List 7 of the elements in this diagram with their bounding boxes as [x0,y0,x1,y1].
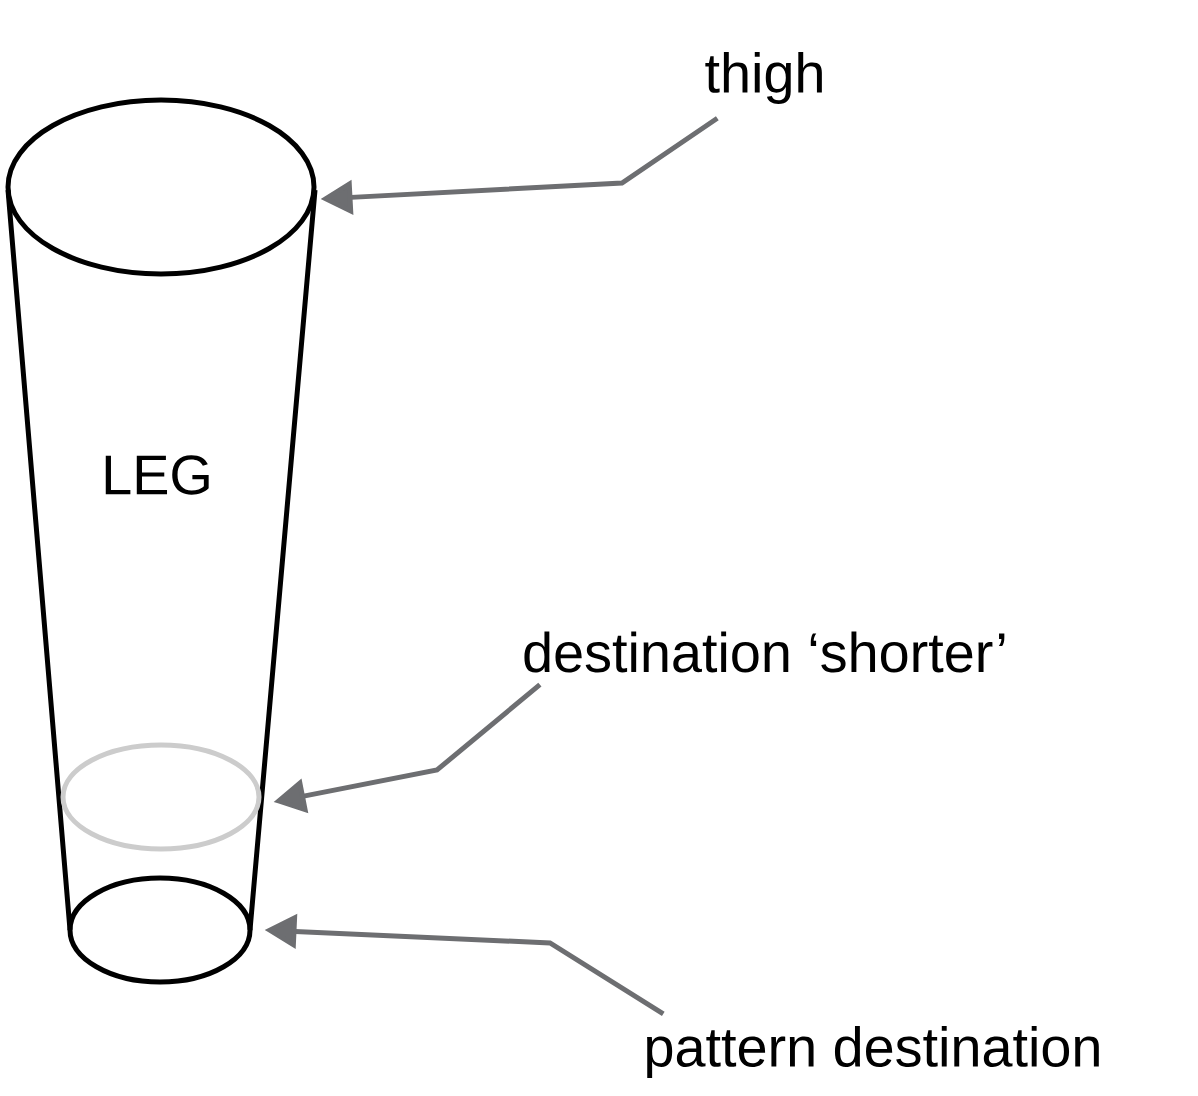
leg-label: LEG [105,455,209,495]
ellipse-outline [67,875,253,985]
callout-label: destination ‘shorter’ [524,631,1005,673]
ellipse-outline [5,97,317,277]
callout-label: pattern destination [647,1026,1099,1078]
ellipse-outline [60,742,262,852]
callout-label: thigh [705,52,822,104]
